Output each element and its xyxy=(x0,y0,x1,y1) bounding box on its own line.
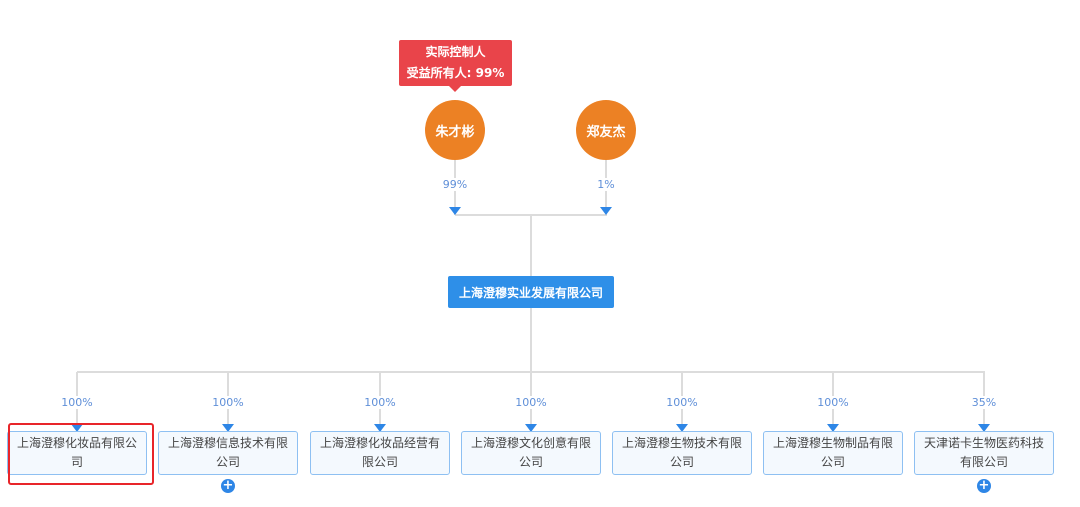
arrow-down-icon xyxy=(374,424,386,432)
shareholder-node[interactable]: 郑友杰 xyxy=(576,100,636,160)
share-percent: 1% xyxy=(576,178,636,191)
arrow-down-icon xyxy=(827,424,839,432)
subsidiary-percent: 100% xyxy=(803,396,863,409)
subsidiary-node[interactable]: 上海澄穆信息技术有限公司 xyxy=(158,431,298,475)
subsidiary-node[interactable]: 天津诺卡生物医药科技有限公司 xyxy=(914,431,1054,475)
subsidiary-node[interactable]: 上海澄穆生物技术有限公司 xyxy=(612,431,752,475)
subsidiary-node[interactable]: 上海澄穆文化创意有限公司 xyxy=(461,431,601,475)
plus-circle-icon[interactable]: + xyxy=(977,478,991,493)
subsidiary-percent: 100% xyxy=(652,396,712,409)
subsidiary-node[interactable]: 上海澄穆化妆品有限公司 xyxy=(7,431,147,475)
arrow-down-icon xyxy=(978,424,990,432)
main-company-node[interactable]: 上海澄穆实业发展有限公司 xyxy=(448,276,614,308)
actual-controller-tooltip: 实际控制人 受益所有人: 99% xyxy=(399,40,512,92)
arrow-down-icon xyxy=(676,424,688,432)
arrow-down-icon xyxy=(222,424,234,432)
tooltip-title: 实际控制人 xyxy=(425,45,486,59)
subsidiary-percent: 100% xyxy=(350,396,410,409)
arrow-down-icon xyxy=(525,424,537,432)
arrow-down-icon xyxy=(449,207,461,215)
arrow-down-icon xyxy=(600,207,612,215)
subsidiary-percent: 100% xyxy=(47,396,107,409)
subsidiary-percent: 100% xyxy=(501,396,561,409)
share-percent: 99% xyxy=(425,178,485,191)
subsidiary-node[interactable]: 上海澄穆生物制品有限公司 xyxy=(763,431,903,475)
selected-highlight xyxy=(8,423,154,485)
arrow-down-icon xyxy=(71,424,83,432)
tooltip-beneficiary: 受益所有人: 99% xyxy=(406,66,505,80)
subsidiary-percent: 35% xyxy=(954,396,1014,409)
plus-circle-icon[interactable]: + xyxy=(221,478,235,493)
subsidiary-node[interactable]: 上海澄穆化妆品经营有限公司 xyxy=(310,431,450,475)
shareholder-node[interactable]: 朱才彬 xyxy=(425,100,485,160)
subsidiary-percent: 100% xyxy=(198,396,258,409)
